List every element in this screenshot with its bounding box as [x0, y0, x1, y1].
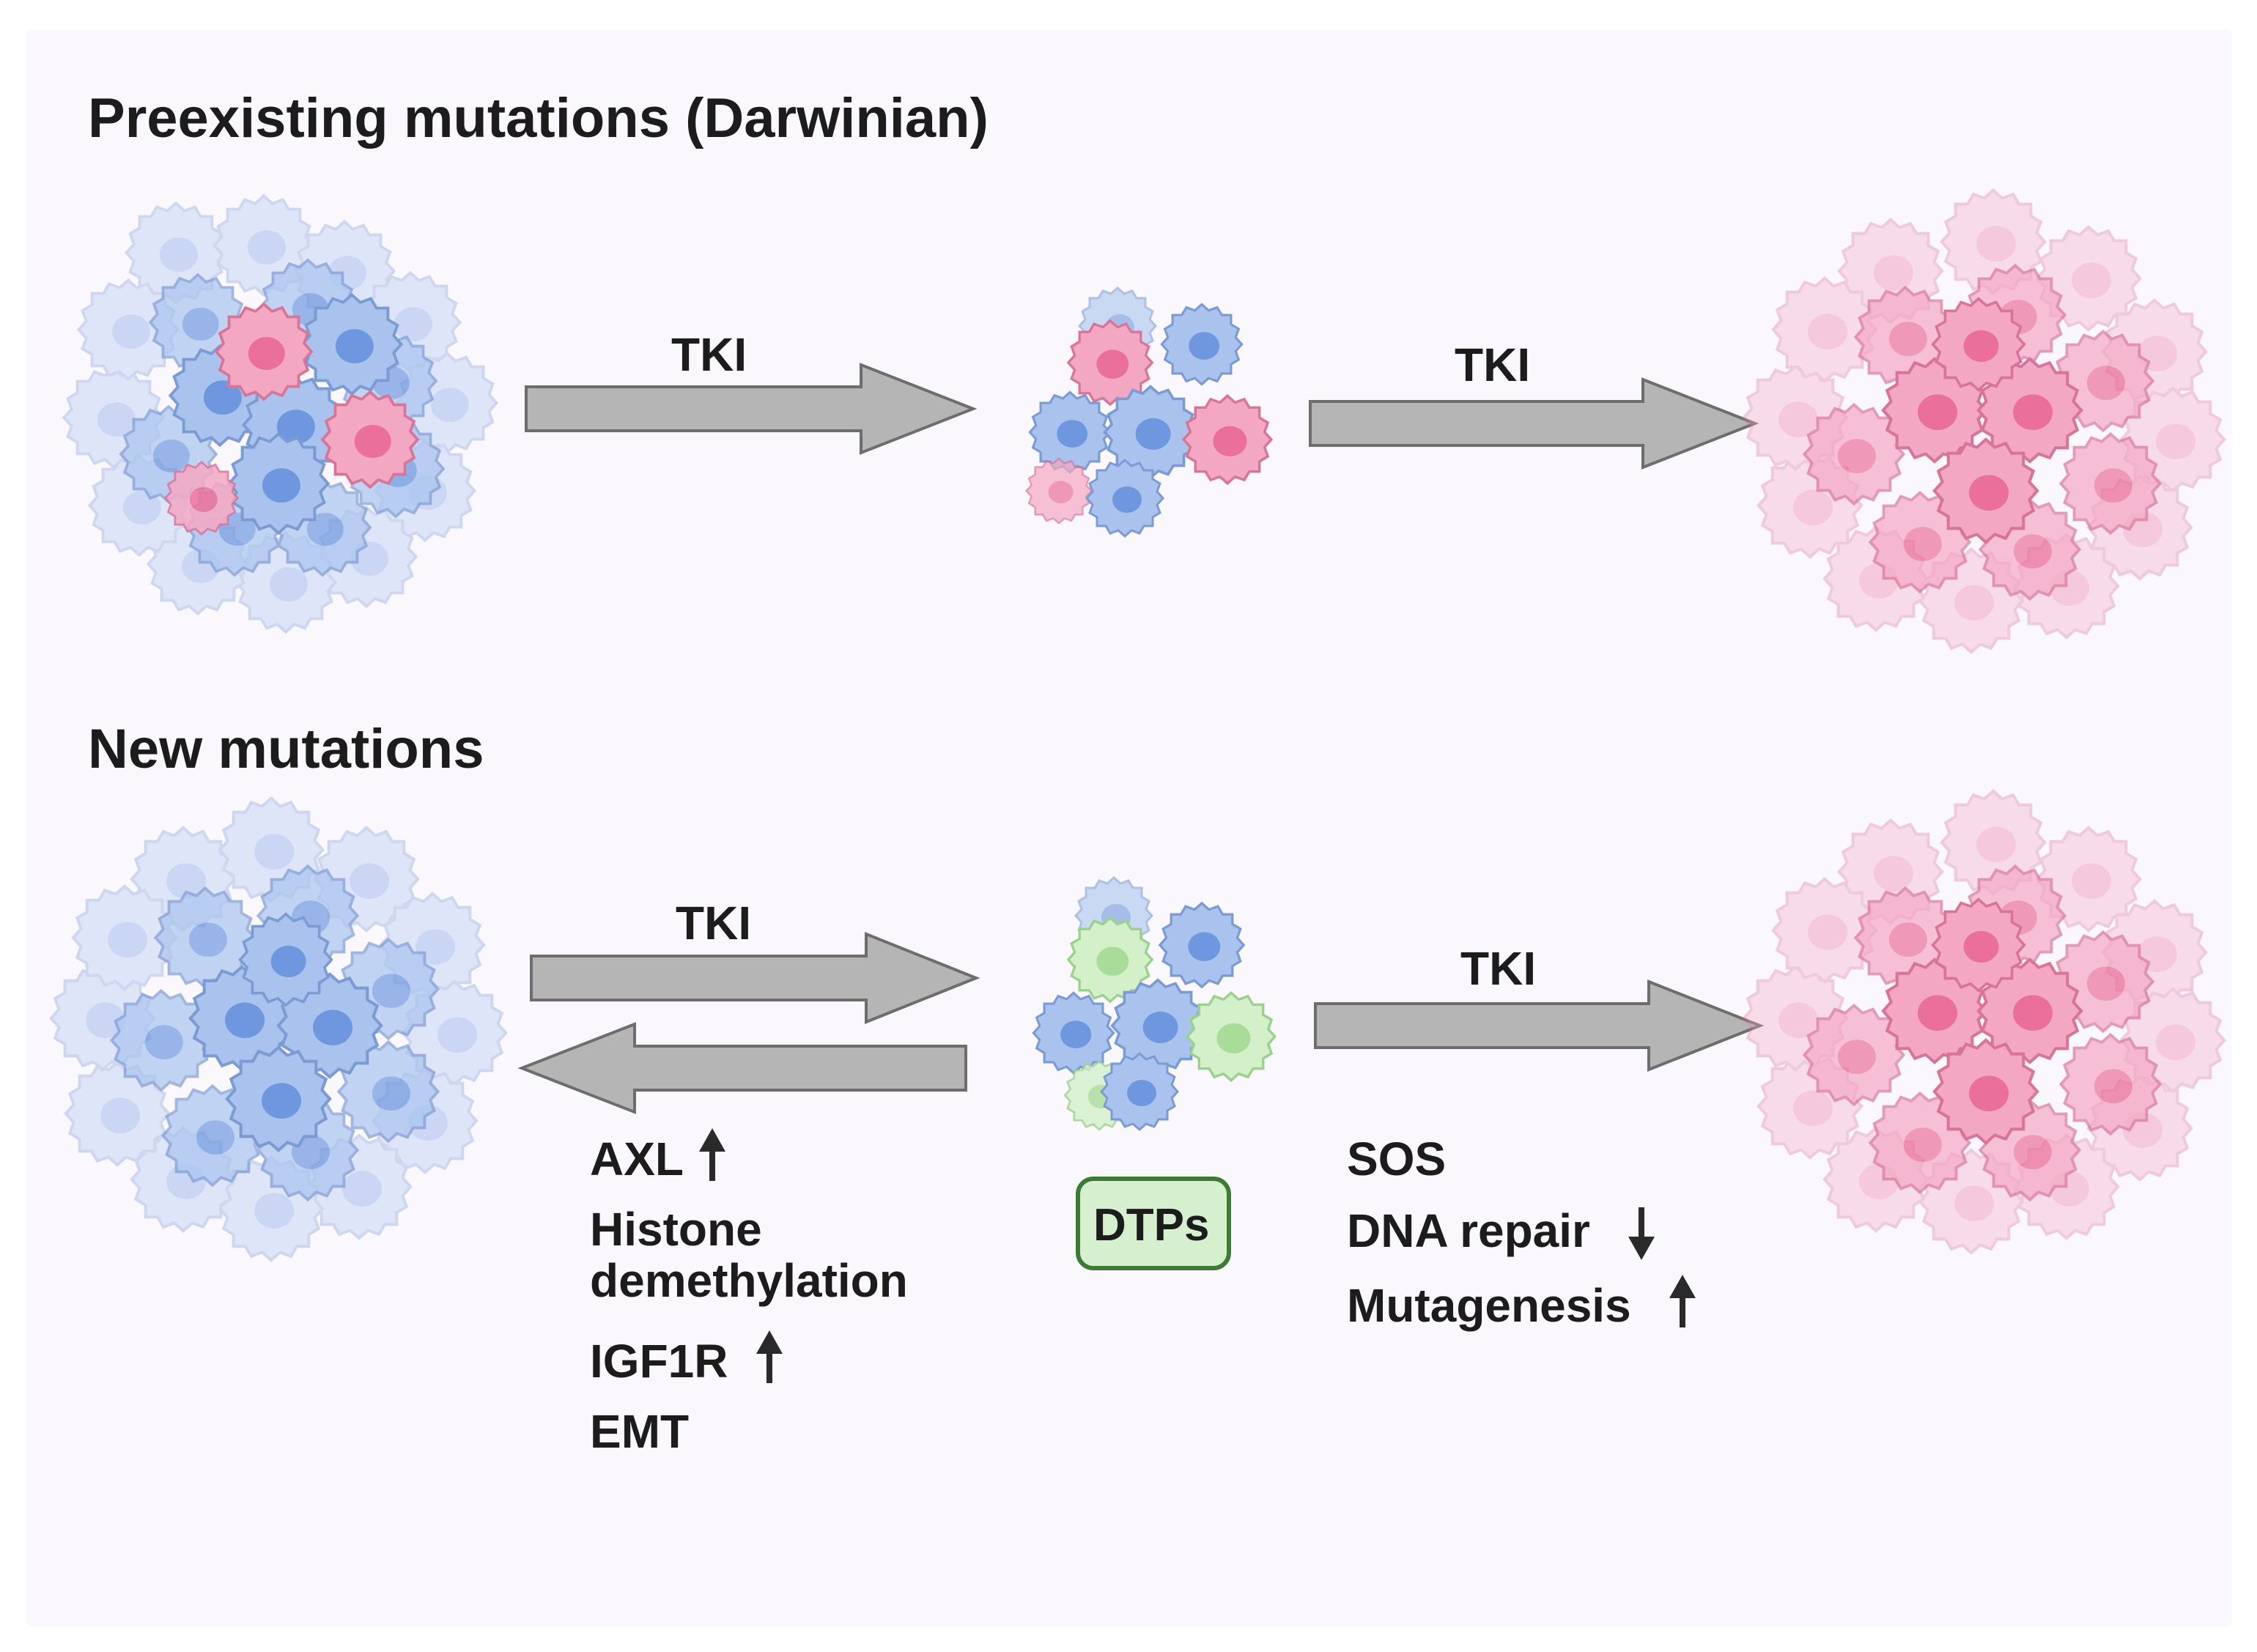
top-tki-label-2: TKI [1455, 338, 1531, 391]
dtp-cluster-icon [1033, 878, 1274, 1130]
mixed-tumor-icon [64, 196, 496, 631]
mutagenesis-up-arrow-icon [1669, 1275, 1696, 1327]
resistant-tumor-bottom-icon [1744, 791, 2224, 1253]
bottom-section-title: New mutations [88, 718, 484, 780]
dtp-label-box [1076, 1177, 1231, 1270]
bottom-tki-arrow-2 [1314, 979, 1765, 1072]
factor-dna-repair: DNA repair [1347, 1204, 1590, 1257]
sensitive-tumor-icon [51, 799, 506, 1260]
factor-sos: SOS [1347, 1133, 1447, 1185]
top-tki-arrow-2 [1309, 377, 1759, 470]
factor-axl: AXL [590, 1133, 684, 1185]
factor-emt: EMT [590, 1405, 690, 1458]
surviving-cluster-icon [1027, 288, 1271, 536]
resistant-tumor-icon [1744, 190, 2224, 652]
dna-repair-down-arrow-icon [1628, 1207, 1655, 1260]
factor-histone-line1: Histone [590, 1203, 762, 1256]
factor-igf1r: IGF1R [590, 1335, 728, 1388]
top-section-title: Preexisting mutations (Darwinian) [88, 87, 989, 149]
top-tki-arrow-1 [525, 363, 978, 455]
bottom-tki-arrow-1 [530, 932, 980, 1024]
dtp-label: DTPs [1093, 1200, 1210, 1251]
factor-mutagenesis: Mutagenesis [1347, 1279, 1631, 1332]
top-tki-label-1: TKI [671, 328, 747, 381]
axl-up-arrow-icon [699, 1128, 725, 1181]
bottom-tki-label-1: TKI [676, 897, 752, 949]
reverse-arrow [517, 1022, 967, 1114]
igf1r-up-arrow-icon [756, 1330, 783, 1383]
factor-histone-line2: demethylation [590, 1254, 908, 1307]
bottom-tki-label-2: TKI [1460, 942, 1537, 995]
